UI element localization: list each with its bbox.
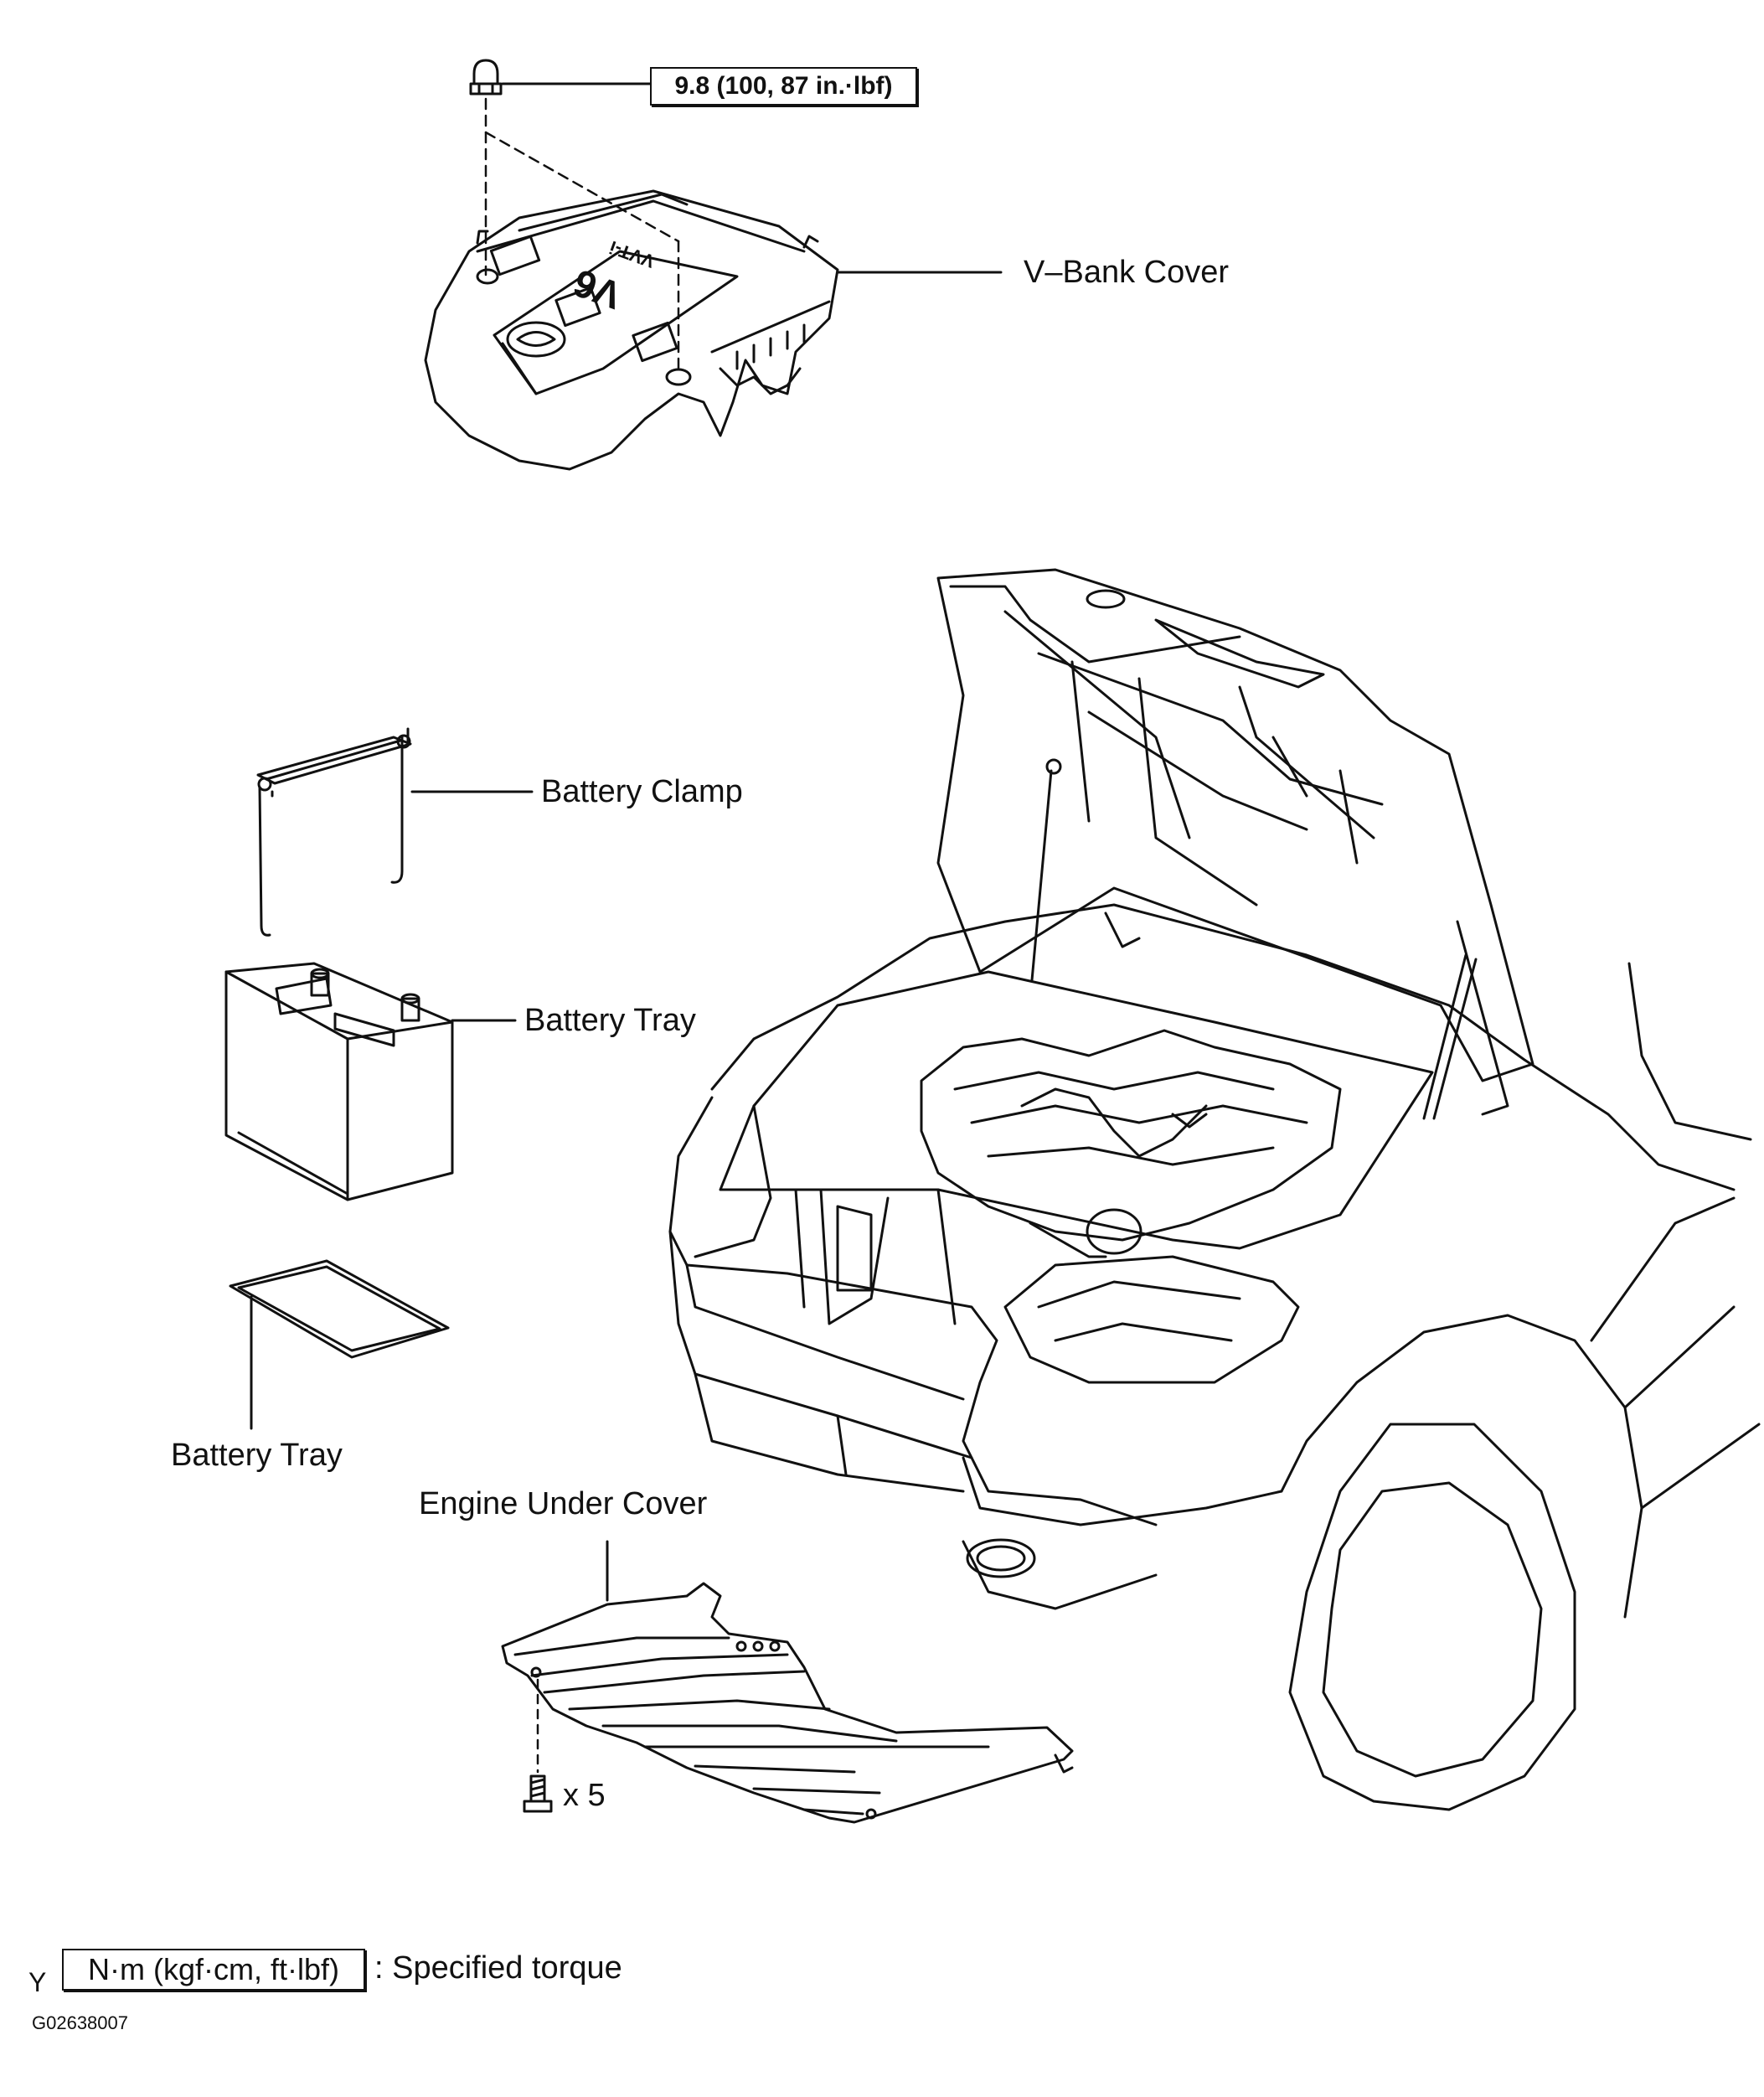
engine-under-cover-label: Engine Under Cover [419,1486,708,1521]
v-bank-cover-label: V–Bank Cover [1024,255,1230,290]
mounting-dash-lines [484,97,680,377]
battery-clamp-label: Battery Clamp [541,774,743,809]
battery-tray-lower-label: Battery Tray [171,1438,343,1473]
vehicle-illustration [668,568,1761,1811]
legend-marker: Y [28,1967,47,1997]
battery-tray-illustration [229,1259,450,1359]
bolt-count-label: x 5 [563,1778,606,1813]
battery-illustration [224,962,454,1201]
battery-clamp-illustration [256,727,412,937]
battery-tray-upper-label: Battery Tray [524,1003,696,1038]
bolt-icon [523,1774,553,1813]
torque-spec-box: 9.8 (100, 87 in.·lbf) [650,67,917,106]
svg-text:VVT-i: VVT-i [606,237,657,272]
v-bank-cover-illustration: V6 VVT-i [424,189,839,471]
figure-code: G02638007 [32,2012,128,2033]
engine-under-cover-illustration [501,1582,1074,1824]
legend-description: : Specified torque [374,1950,622,1986]
legend-unit-box: N·m (kgf·cm, ft·lbf) [62,1949,365,1991]
torque-nut-icon [469,59,503,96]
